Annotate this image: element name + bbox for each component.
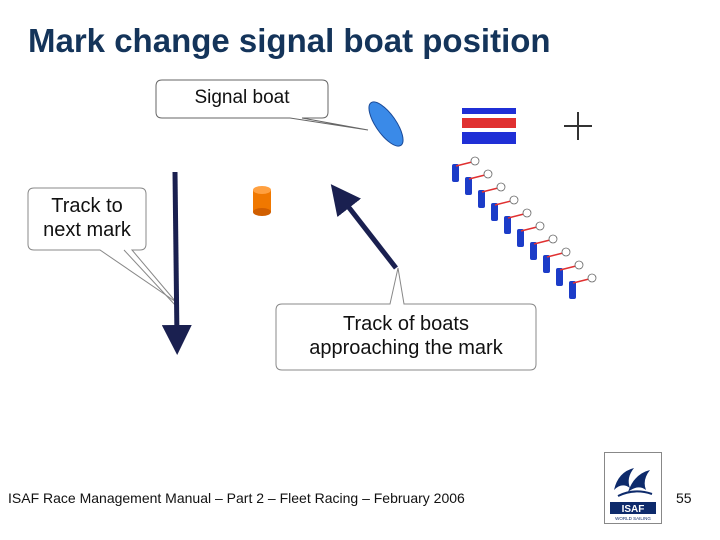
track-boats-label: Track of boats approaching the mark bbox=[278, 312, 534, 360]
track-boats-line-1: Track of boats bbox=[278, 312, 534, 336]
next-mark-track-arrow bbox=[175, 172, 177, 340]
footer-text: ISAF Race Management Manual – Part 2 – F… bbox=[8, 490, 465, 506]
isaf-logo: ISAF WORLD SAILING bbox=[604, 452, 662, 524]
track-boats-line-2: approaching the mark bbox=[278, 336, 534, 360]
page-number: 55 bbox=[676, 490, 692, 506]
plus-sign-icon bbox=[564, 112, 592, 140]
signal-boat bbox=[363, 97, 409, 151]
logo-text: ISAF bbox=[622, 504, 645, 515]
fleet-boat bbox=[569, 274, 596, 299]
signal-boat-label: Signal boat bbox=[160, 87, 324, 110]
approach-track-arrow bbox=[340, 196, 396, 268]
fleet-of-boats bbox=[452, 157, 596, 299]
track-next-mark-line-1: Track to bbox=[30, 194, 144, 218]
flag-icon bbox=[462, 108, 516, 144]
track-next-mark-label: Track to next mark bbox=[30, 194, 144, 242]
mark-icon bbox=[253, 186, 271, 216]
track-next-mark-line-2: next mark bbox=[30, 218, 144, 242]
logo-subtext: WORLD SAILING bbox=[615, 516, 651, 521]
